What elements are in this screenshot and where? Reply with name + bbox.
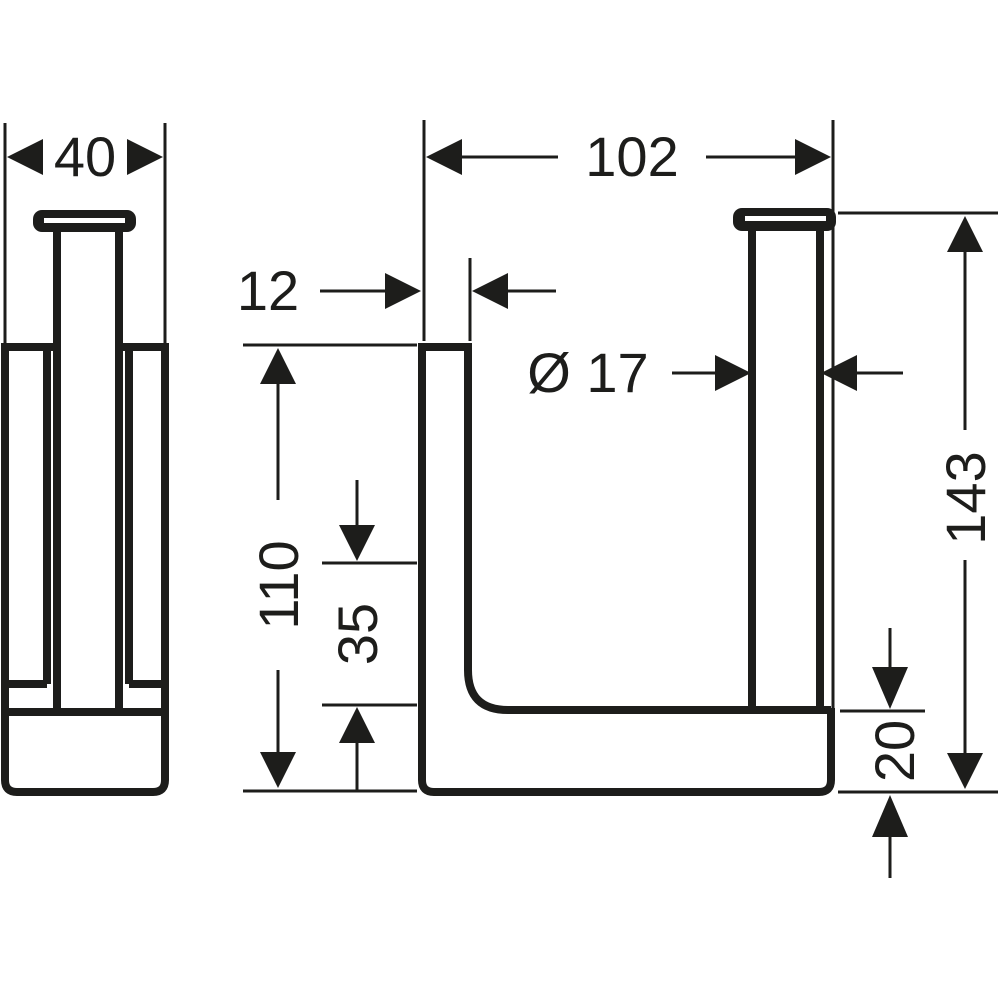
dim-12-arrow-right: [472, 273, 508, 309]
dim-40-arrow-left: [7, 139, 43, 175]
dim-20-arrow-bottom: [872, 795, 908, 837]
dimension-102: 102: [422, 120, 835, 711]
dim-110-arrow-bottom: [260, 752, 296, 788]
front-view-outer-contour: [418, 343, 835, 796]
dim-143-arrow-bottom: [947, 753, 983, 789]
dim-17-arrow-left: [715, 355, 751, 391]
dim-20-arrow-top: [872, 667, 908, 709]
front-view: [418, 208, 836, 796]
dim-110-label: 110: [247, 540, 310, 629]
dim-35-arrow-bottom: [339, 707, 375, 743]
dimension-110: 110: [243, 343, 417, 793]
dimension-35: 35: [322, 480, 417, 790]
dim-17-label: Ø 17: [527, 341, 648, 404]
dim-40-arrow-right: [127, 139, 163, 175]
dim-12-arrow-left: [385, 273, 421, 309]
dim-35-arrow-top: [339, 525, 375, 561]
dimension-17: Ø 17: [527, 341, 903, 404]
dim-40-label: 40: [54, 125, 116, 188]
dimension-12: 12: [237, 258, 556, 341]
front-view-inner-contour: [464, 345, 831, 714]
dim-20-label: 20: [863, 720, 926, 782]
dimension-143: 143: [838, 211, 998, 794]
side-view-base-outline: [1, 712, 169, 796]
dim-102-arrow-right: [795, 139, 831, 175]
dim-102-arrow-left: [426, 139, 462, 175]
dim-143-label: 143: [934, 451, 997, 544]
dim-12-label: 12: [237, 259, 299, 322]
side-view-rod-cap-slit: [44, 218, 125, 223]
dim-102-label: 102: [585, 125, 678, 188]
side-view: [1, 210, 169, 796]
dimension-40: 40: [3, 123, 167, 343]
dim-110-arrow-top: [260, 348, 296, 384]
dim-17-arrow-right: [821, 355, 857, 391]
dimension-20: 20: [840, 628, 926, 878]
front-view-rod-cap-slit: [745, 216, 826, 221]
dim-143-arrow-top: [947, 216, 983, 252]
dim-35-label: 35: [326, 603, 389, 665]
